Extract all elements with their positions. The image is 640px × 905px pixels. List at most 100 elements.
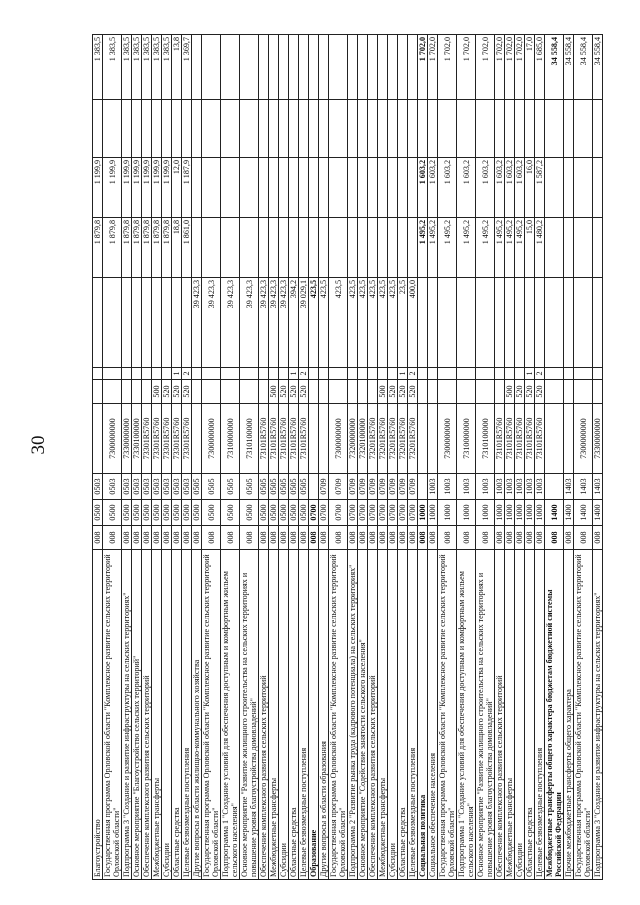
row-section-code: 0500: [141, 499, 152, 526]
row-amount-extra: 23,5: [397, 277, 408, 368]
row-source-code: [367, 367, 378, 380]
row-source-code: [504, 367, 515, 380]
row-name: Областные средства: [171, 549, 182, 880]
row-name: Областные средства: [524, 549, 535, 880]
table-row: Обеспечение комплексного развития сельск…: [258, 34, 269, 880]
row-amount-year-1: 1 879,8: [92, 217, 103, 278]
row-source-code: 2: [298, 367, 309, 380]
row-amount-extra: [417, 277, 428, 368]
row-name: Субсидии: [514, 549, 525, 880]
row-amount-extra: [121, 277, 132, 368]
row-target-article: 7300000000: [328, 403, 348, 474]
table-row: Подпрограмма 3 "Создание и развитие инфр…: [592, 34, 603, 880]
row-section-code: 1000: [417, 499, 428, 526]
row-target-article: 73201R5760: [407, 403, 418, 474]
row-expense-type: 500: [268, 379, 279, 404]
row-admin-code: 008: [258, 525, 269, 550]
row-admin-code: 008: [239, 525, 259, 550]
row-amount-year-2: [268, 157, 279, 218]
row-subsection-code: 0709: [328, 473, 348, 500]
row-expense-type: [131, 379, 142, 404]
row-subsection-code: 0503: [121, 473, 132, 500]
row-amount-blank: [141, 99, 152, 158]
row-amount-year-1: [573, 217, 593, 278]
row-amount-blank: [514, 99, 525, 158]
row-subsection-code: 1403: [592, 473, 603, 500]
row-amount-extra: 423,5: [367, 277, 378, 368]
row-amount-blank: [201, 99, 221, 158]
row-source-code: [494, 367, 505, 380]
row-expense-type: [102, 379, 122, 404]
row-section-code: 0500: [278, 499, 289, 526]
row-section-code: 1400: [563, 499, 574, 526]
row-target-article: 7300000000: [102, 403, 122, 474]
row-source-code: [201, 367, 221, 380]
row-subsection-code: 0709: [377, 473, 388, 500]
row-amount-year-2: 1 603,2: [427, 157, 438, 218]
row-amount-year-2: 1 603,2: [504, 157, 515, 218]
row-amount-year-2: [239, 157, 259, 218]
row-amount-blank: [298, 99, 309, 158]
row-amount-blank: [278, 99, 289, 158]
row-amount-extra: 39 423,3: [220, 277, 240, 368]
row-name: Основное мероприятие "Развитие жилищного…: [475, 549, 495, 880]
row-amount-extra: [494, 277, 505, 368]
row-source-code: 1: [288, 367, 299, 380]
row-admin-code: 008: [524, 525, 535, 550]
row-expense-type: [121, 379, 132, 404]
row-amount-year-2: [407, 157, 418, 218]
row-amount-year-3: 1 383,5: [102, 34, 122, 100]
row-name: Подпрограмма 3 "Создание и развитие инфр…: [121, 549, 132, 880]
row-expense-type: [220, 379, 240, 404]
row-admin-code: 008: [367, 525, 378, 550]
row-admin-code: 008: [268, 525, 279, 550]
row-amount-extra: 423,5: [357, 277, 368, 368]
row-amount-year-2: 1 603,2: [437, 157, 457, 218]
row-amount-blank: [328, 99, 348, 158]
row-amount-year-3: [191, 34, 202, 100]
row-admin-code: 008: [102, 525, 122, 550]
row-amount-extra: [181, 277, 192, 368]
row-section-code: 1000: [504, 499, 515, 526]
row-amount-extra: 423,5: [347, 277, 358, 368]
table-row: Другие вопросы в области жилищно-коммуна…: [191, 34, 202, 880]
row-amount-year-1: 1 879,8: [151, 217, 162, 278]
row-target-article: 7300000000: [201, 403, 221, 474]
row-subsection-code: [544, 473, 564, 500]
row-name: Благоустройство: [92, 549, 103, 880]
row-subsection-code: [308, 473, 319, 500]
row-source-code: [357, 367, 368, 380]
row-amount-year-3: 34 558,4: [573, 34, 593, 100]
row-subsection-code: 0503: [171, 473, 182, 500]
row-section-code: 0500: [161, 499, 172, 526]
row-amount-extra: [475, 277, 495, 368]
row-target-article: 73101R5760: [494, 403, 505, 474]
row-amount-blank: [437, 99, 457, 158]
row-admin-code: 008: [563, 525, 574, 550]
row-admin-code: 008: [504, 525, 515, 550]
row-expense-type: [308, 379, 319, 404]
row-amount-year-1: [318, 217, 329, 278]
row-amount-blank: [397, 99, 408, 158]
row-amount-blank: [268, 99, 279, 158]
row-target-article: 7330100000: [131, 403, 142, 474]
row-admin-code: 008: [171, 525, 182, 550]
row-admin-code: 008: [397, 525, 408, 550]
row-amount-blank: [171, 99, 182, 158]
row-amount-year-3: [308, 34, 319, 100]
row-name: Социальная политика: [417, 549, 428, 880]
row-admin-code: 008: [573, 525, 593, 550]
row-subsection-code: 0505: [298, 473, 309, 500]
row-target-article: 7310100000: [239, 403, 259, 474]
row-target-article: 7310100000: [475, 403, 495, 474]
row-amount-year-3: [268, 34, 279, 100]
row-expense-type: 520: [161, 379, 172, 404]
row-amount-year-1: [268, 217, 279, 278]
row-admin-code: 008: [141, 525, 152, 550]
row-subsection-code: 1003: [427, 473, 438, 500]
